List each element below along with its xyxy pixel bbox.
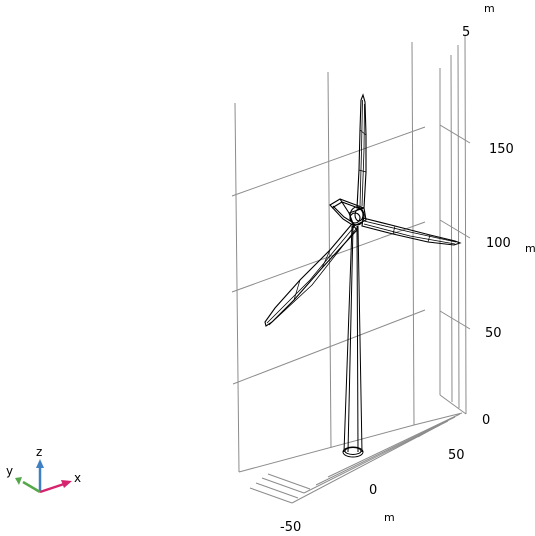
z-tick-label: 0: [482, 413, 490, 428]
grid-line: [417, 419, 449, 438]
triad-z-label: z: [36, 445, 42, 459]
grid-line: [464, 34, 467, 415]
triad-z-arrowhead: [36, 459, 44, 468]
grid-line: [450, 54, 453, 403]
x-tick-label: -50: [280, 520, 301, 535]
grid-line: [291, 424, 441, 504]
x-tick-label: 50: [448, 448, 465, 463]
blade-up[interactable]: [356, 93, 367, 209]
tower-edge: [347, 225, 354, 453]
blade: [264, 223, 358, 327]
grid-line: [249, 487, 293, 504]
blade: [363, 220, 457, 245]
triad-y-label: y: [6, 464, 13, 478]
z-axis-unit-top: m: [484, 2, 495, 15]
blade: [361, 217, 462, 246]
x-tick-label: 0: [369, 483, 377, 498]
grid-line: [315, 416, 456, 486]
nacelle[interactable]: [329, 198, 367, 227]
triad-x-arrowhead: [61, 480, 72, 488]
triad-y-arrowhead: [15, 477, 22, 485]
tower-edge: [357, 225, 363, 453]
blade: [392, 225, 431, 243]
grid-line: [439, 310, 471, 330]
blade: [356, 93, 367, 209]
z-tick-label: 100: [486, 236, 511, 251]
grid-line: [231, 126, 426, 197]
grid-line: [413, 412, 463, 426]
blade: [359, 99, 365, 207]
tower-edge: [343, 225, 353, 453]
x-axis-unit: m: [384, 511, 395, 524]
triad-x-axis: [39, 482, 65, 494]
tower-base: [344, 447, 362, 455]
blade-right[interactable]: [361, 217, 462, 246]
blade: [266, 226, 357, 326]
grid-line: [439, 394, 467, 415]
wind-turbine-model[interactable]: [264, 93, 462, 458]
grid-line: [411, 41, 415, 426]
orientation-triad: z x y: [6, 445, 81, 494]
nacelle-body: [331, 201, 362, 210]
z-tick-label: 50: [485, 326, 502, 341]
z-tick-label: 150: [489, 142, 514, 157]
grid-line: [439, 124, 471, 144]
blade-lower-left[interactable]: [264, 223, 358, 327]
tower-base: [342, 446, 364, 458]
blade: [358, 129, 367, 173]
triad-x-label: x: [74, 471, 81, 485]
tower-edge: [356, 225, 359, 453]
grid-line: [303, 420, 449, 494]
grid-line: [261, 477, 305, 494]
z-axis-top-partial-tick: 5: [462, 25, 470, 40]
axis-labels: m 5 150 100 m 50 0 50 0 m -50: [280, 2, 535, 535]
grid-box: [231, 34, 471, 504]
grid-line: [439, 219, 471, 239]
rotor-hub[interactable]: [349, 206, 365, 226]
blade: [293, 249, 331, 301]
grid-line: [238, 424, 415, 473]
triad-y-axis: [22, 480, 41, 494]
grid-line: [255, 482, 299, 499]
grid-line: [267, 473, 311, 490]
hub: [349, 212, 361, 224]
tower[interactable]: [342, 225, 364, 458]
nacelle-body: [329, 198, 367, 227]
z-axis-unit: m: [525, 242, 535, 255]
grid-line: [234, 102, 240, 473]
grid-line: [232, 309, 426, 385]
grid-line: [457, 44, 460, 409]
grid-line: [327, 413, 461, 478]
